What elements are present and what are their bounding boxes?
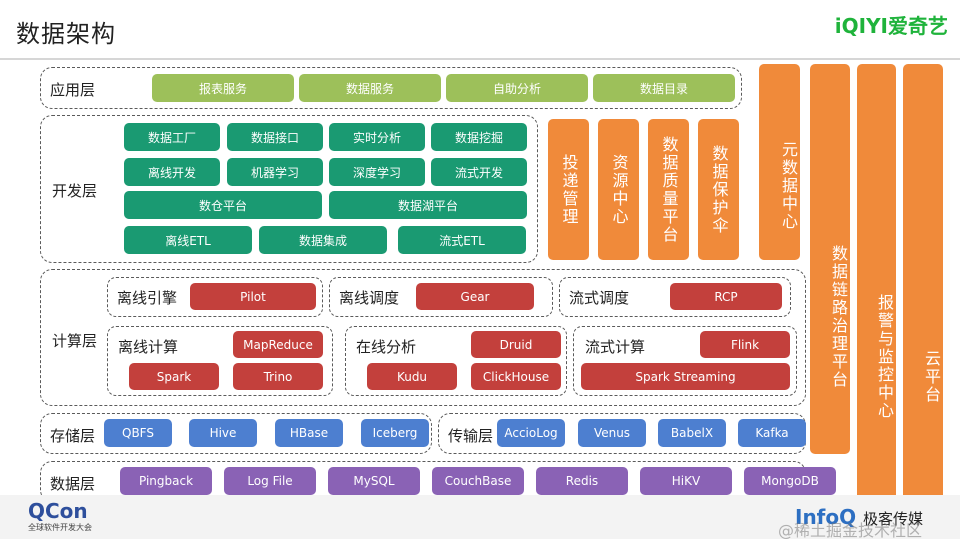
realtime-analysis-box[interactable]: 实时分析	[329, 123, 425, 151]
kudu-box[interactable]: Kudu	[367, 363, 457, 390]
mysql-box[interactable]: MySQL	[328, 467, 420, 495]
iceberg-box[interactable]: Iceberg	[361, 419, 429, 447]
dev-layer-frame	[40, 115, 538, 263]
jike-media-label: 极客传媒	[863, 510, 924, 528]
deep-learning-box[interactable]: 深度学习	[329, 158, 425, 186]
trino-box[interactable]: Trino	[233, 363, 323, 390]
stream-compute-label: 流式计算	[585, 338, 646, 356]
pilot-box[interactable]: Pilot	[190, 283, 316, 310]
resource-center-box[interactable]: 资源中心	[598, 119, 639, 260]
druid-box[interactable]: Druid	[471, 331, 561, 358]
spark-streaming-box[interactable]: Spark Streaming	[581, 363, 790, 390]
data-lineage-governance-box[interactable]: 数据链路治理平台	[810, 64, 850, 454]
couchbase-box[interactable]: CouchBase	[432, 467, 524, 495]
venus-box[interactable]: Venus	[578, 419, 646, 447]
compute-layer-label: 计算层	[52, 332, 98, 350]
delivery-management-box[interactable]: 投递管理	[548, 119, 589, 260]
offline-compute-frame	[107, 326, 333, 396]
report-service-box[interactable]: 报表服务	[152, 74, 294, 102]
offline-engine-label: 离线引擎	[117, 289, 178, 307]
transport-layer-label: 传输层	[448, 427, 494, 445]
hive-box[interactable]: Hive	[189, 419, 257, 447]
flink-box[interactable]: Flink	[700, 331, 790, 358]
app-layer-label: 应用层	[50, 81, 96, 99]
header-divider	[0, 58, 960, 60]
qcon-logo: QCon	[28, 499, 88, 523]
page-title: 数据架构	[16, 20, 116, 48]
machine-learning-box[interactable]: 机器学习	[227, 158, 323, 186]
rcp-box[interactable]: RCP	[670, 283, 782, 310]
mongodb-box[interactable]: MongoDB	[744, 467, 836, 495]
offline-etl-box[interactable]: 离线ETL	[124, 226, 252, 254]
offline-schedule-frame	[329, 277, 553, 317]
data-interface-box[interactable]: 数据接口	[227, 123, 323, 151]
infoq-logo: InfoQ	[795, 505, 857, 529]
hikv-box[interactable]: HiKV	[640, 467, 732, 495]
spark-box[interactable]: Spark	[129, 363, 219, 390]
warehouse-platform-box[interactable]: 数仓平台	[124, 191, 322, 219]
qcon-subtitle: 全球软件开发大会	[28, 523, 92, 532]
data-factory-box[interactable]: 数据工厂	[124, 123, 220, 151]
gear-box[interactable]: Gear	[416, 283, 534, 310]
offline-compute-label: 离线计算	[118, 338, 179, 356]
app-layer-frame	[40, 67, 742, 109]
acciolog-box[interactable]: AccioLog	[497, 419, 565, 447]
dev-layer-label: 开发层	[52, 182, 98, 200]
stream-dev-box[interactable]: 流式开发	[431, 158, 527, 186]
offline-dev-box[interactable]: 离线开发	[124, 158, 220, 186]
footer-bar	[0, 495, 960, 539]
data-quality-platform-box[interactable]: 数据质量平台	[648, 119, 689, 260]
kafka-box[interactable]: Kafka	[738, 419, 806, 447]
self-analysis-box[interactable]: 自助分析	[446, 74, 588, 102]
hbase-box[interactable]: HBase	[275, 419, 343, 447]
juejin-watermark: @稀土掘金技术社区	[778, 521, 923, 540]
qbfs-box[interactable]: QBFS	[104, 419, 172, 447]
stream-compute-frame	[573, 326, 797, 396]
online-analysis-label: 在线分析	[356, 338, 417, 356]
pingback-box[interactable]: Pingback	[120, 467, 212, 495]
stream-etl-box[interactable]: 流式ETL	[398, 226, 526, 254]
stream-schedule-frame	[559, 277, 791, 317]
alert-monitor-center-box[interactable]: 报警与监控中心	[857, 64, 896, 502]
offline-schedule-label: 离线调度	[339, 289, 400, 307]
clickhouse-box[interactable]: ClickHouse	[471, 363, 561, 390]
data-layer-label: 数据层	[50, 475, 96, 493]
offline-engine-frame	[107, 277, 323, 317]
mapreduce-box[interactable]: MapReduce	[233, 331, 323, 358]
data-mining-box[interactable]: 数据挖掘	[431, 123, 527, 151]
redis-box[interactable]: Redis	[536, 467, 628, 495]
metadata-center-box[interactable]: 元数据中心	[759, 64, 800, 260]
data-service-box[interactable]: 数据服务	[299, 74, 441, 102]
log-file-box[interactable]: Log File	[224, 467, 316, 495]
compute-layer-frame	[40, 269, 806, 406]
data-protection-box[interactable]: 数据保护伞	[698, 119, 739, 260]
stream-schedule-label: 流式调度	[569, 289, 630, 307]
storage-layer-frame	[40, 413, 432, 454]
data-integration-box[interactable]: 数据集成	[259, 226, 387, 254]
babelx-box[interactable]: BabelX	[658, 419, 726, 447]
iqiyi-logo: iQIYI爱奇艺	[834, 14, 948, 38]
cloud-platform-box[interactable]: 云平台	[903, 64, 943, 502]
online-analysis-frame	[345, 326, 567, 396]
data-catalog-box[interactable]: 数据目录	[593, 74, 735, 102]
storage-layer-label: 存储层	[50, 427, 96, 445]
data-lake-platform-box[interactable]: 数据湖平台	[329, 191, 527, 219]
